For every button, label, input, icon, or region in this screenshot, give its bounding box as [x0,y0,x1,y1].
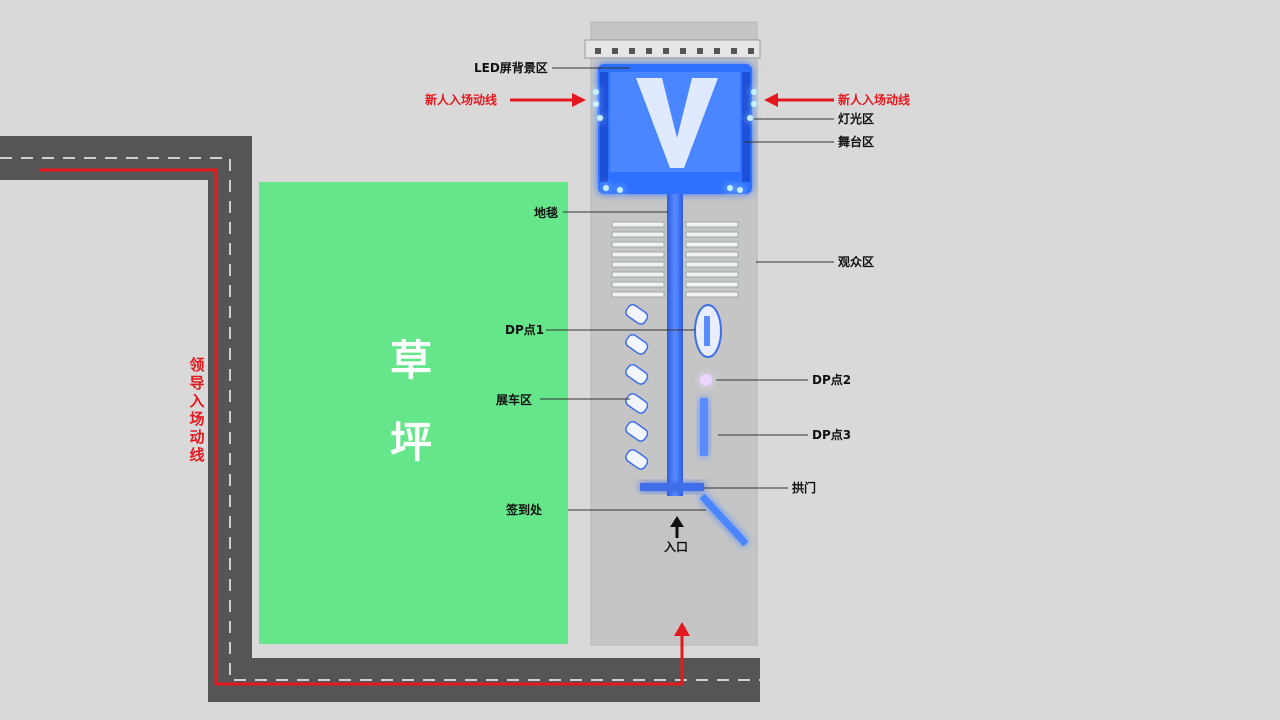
newcomer-arrow-left [510,93,586,107]
display-cars [625,303,649,470]
label-dp1: DP点1 [505,323,545,337]
road [0,136,760,702]
label-leader-lines [540,67,834,511]
carpet [667,194,683,496]
dp3-screen [700,398,708,456]
label-entrance: 入口 [664,540,689,554]
label-lighting: 灯光区 [838,112,875,126]
leader-route-line [40,168,684,686]
lawn-label-bottom: 坪 [390,418,433,467]
label-dp2: DP点2 [812,373,852,387]
label-audience: 观众区 [838,255,875,269]
label-newcomer-route-left: 新人入场动线 [425,93,498,107]
led-truss [584,39,761,59]
newcomer-arrow-right [764,93,834,107]
audience-seats [611,221,739,298]
label-arch: 拱门 [792,481,817,495]
lawn [259,182,568,644]
dp1-booth [694,304,722,358]
label-stage: 舞台区 [838,135,875,149]
arch [640,483,704,491]
label-newcomer-route-right: 新人入场动线 [838,93,911,107]
stage-lights [593,89,757,193]
lawn-label-top: 草 [390,336,433,385]
entrance-arrow [670,516,684,538]
stage [598,64,752,194]
leader-route-arrowhead [674,622,690,636]
label-led-screen: LED屏背景区 [474,61,548,75]
label-car-display: 展车区 [496,393,533,407]
dp2-marker [700,374,712,386]
label-dp3: DP点3 [812,428,852,442]
label-leader-route: 领导入场动线 [189,356,205,464]
label-carpet: 地毯 [534,206,559,220]
checkin-desk [699,493,749,547]
label-checkin: 签到处 [506,503,543,517]
